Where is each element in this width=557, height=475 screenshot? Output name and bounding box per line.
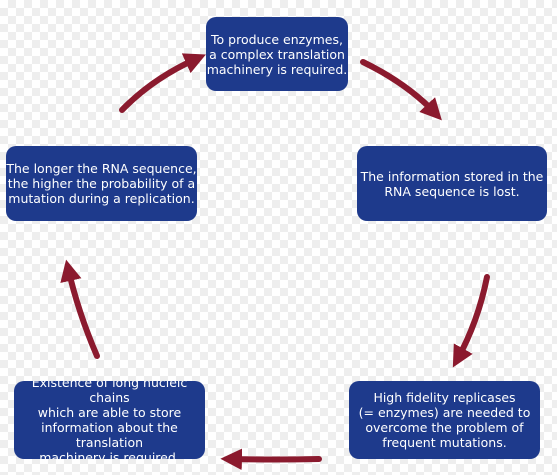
node-high-fidelity-replicases: High fidelity replicases (= enzymes) are… bbox=[349, 381, 540, 459]
arrow-4-to-5 bbox=[60, 259, 100, 359]
node-translation-machinery: To produce enzymes, a complex translatio… bbox=[206, 17, 348, 91]
node-information-lost-text: The information stored in the RNA sequen… bbox=[360, 168, 544, 199]
arrow-3-to-4 bbox=[220, 448, 322, 471]
node-translation-machinery-text: To produce enzymes, a complex translatio… bbox=[206, 31, 348, 77]
node-long-nucleic-chains-text: Existence of long nucleic chains which a… bbox=[31, 381, 188, 459]
arrow-5-to-1 bbox=[119, 53, 206, 113]
arrow-2-to-3 bbox=[452, 274, 490, 368]
node-information-lost: The information stored in the RNA sequen… bbox=[357, 146, 547, 221]
node-high-fidelity-replicases-text: High fidelity replicases (= enzymes) are… bbox=[358, 390, 531, 450]
node-long-nucleic-chains: Existence of long nucleic chains which a… bbox=[14, 381, 205, 459]
node-longer-rna-sequence: The longer the RNA sequence, the higher … bbox=[6, 146, 197, 221]
arrow-1-to-2 bbox=[360, 59, 442, 121]
node-longer-rna-sequence-text: The longer the RNA sequence, the higher … bbox=[6, 161, 197, 206]
